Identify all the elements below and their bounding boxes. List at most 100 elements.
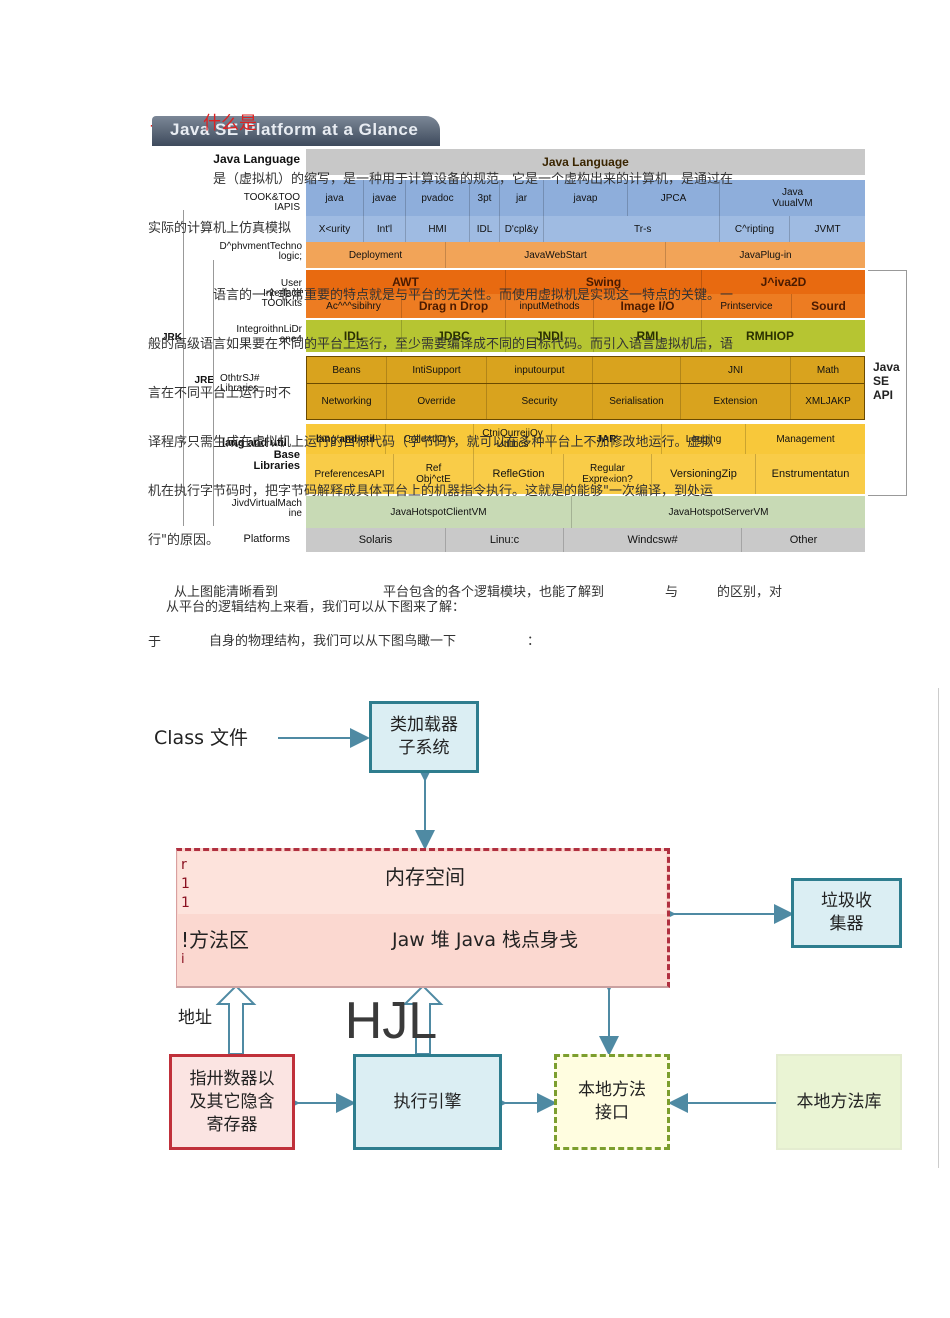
row-ui-1: AWT Swing J^iva2D xyxy=(306,270,865,294)
label-lang-util: lang and util xyxy=(222,437,287,449)
other-cell: inputourput xyxy=(487,357,593,383)
row-deployment: Deployment JavaWebStart JavaPlug-in xyxy=(306,242,865,268)
tool-cell: javae xyxy=(364,180,406,216)
memory-space-label: 内存空间 xyxy=(385,864,465,889)
integ-cell: JDBC xyxy=(402,320,506,352)
other-cell: Beans xyxy=(307,357,387,383)
base-cell: lang and util xyxy=(306,424,386,454)
integ-cell: RMI xyxy=(594,320,702,352)
native-lib-box: 本地方法库 xyxy=(776,1054,902,1150)
overlay-line: 行"的原因。 xyxy=(148,533,219,548)
label-deployment-tech: D^phvmentTechno logic; xyxy=(219,241,302,262)
hollow-arrow-pc xyxy=(215,984,257,1055)
pc-registers-box: 指卅数器以 及其它隐含 寄存器 xyxy=(169,1054,295,1150)
para-text: 的区别，对 xyxy=(717,585,783,600)
tool-cell: JPCA xyxy=(628,180,720,216)
row-base-2: PreferencesAPI Ref Obj^ctE RefleGtion Re… xyxy=(306,454,865,494)
label-platforms: Platforms xyxy=(243,533,290,545)
overlay-line: 实际的计算机上仿真模拟 xyxy=(148,221,292,236)
row-integration: IDL JDBC JNDI RMI RMHIOP xyxy=(306,320,865,352)
ui-cell: Sourd xyxy=(811,298,846,313)
label-ui-toolkits: User Interface TOOlKits xyxy=(261,278,302,309)
base-cell: Regular Expre«ion? xyxy=(564,454,652,494)
integ-cell: JNDI xyxy=(506,320,594,352)
base-cell: JAR xyxy=(552,424,662,454)
other-cell: XMLJAKP xyxy=(805,396,851,407)
other-cell: Networking xyxy=(307,384,387,419)
platform-cell: Solaris xyxy=(306,528,446,552)
deploy-cell: Deployment xyxy=(306,242,446,268)
row-tools-1: java javae pvadoc 3pt jar javap JPCA Jav… xyxy=(306,180,865,216)
exec-engine-box: 执行引擎 xyxy=(353,1054,502,1150)
class-file-label: Class 文件 xyxy=(154,726,249,749)
para-text: ： xyxy=(527,634,541,649)
para-text: 于 xyxy=(148,635,162,650)
row-jvm: JavaHotspotClientVM JavaHotspotServerVM xyxy=(306,496,865,528)
label-jvm: JivdVirtualMach ine xyxy=(231,498,302,519)
memory-inner xyxy=(178,852,666,914)
tool-cell: X<urity xyxy=(306,216,364,242)
para-text: 从平台的逻辑结构上来看，我们可以从下图来了解： xyxy=(166,600,466,615)
heap-stack-label: Jaw 堆 Java 栈点身戋 xyxy=(391,928,579,951)
row-java-language: Java Language xyxy=(306,149,865,175)
row-base-1: lang and util Colle«tiOns CtniQurrejiQy … xyxy=(306,424,865,454)
ui-cell: Ac^^^sibihry xyxy=(306,294,402,318)
base-cell: Management xyxy=(776,433,835,445)
row-ui-2: Ac^^^sibihry Drag n Drop inputMethods Im… xyxy=(306,294,865,318)
overlay-line: 般的高级语言如果要在不同的平台上运行，至少需要编译成不同的目标代码。而引入语言虚… xyxy=(148,337,734,352)
base-cell: RefleGtion xyxy=(474,454,564,494)
memory-marks-top: r 1 1 xyxy=(181,857,190,911)
address-label: 地址 xyxy=(178,1007,212,1028)
tool-cell: Tr-s xyxy=(544,216,720,242)
tool-cell: java xyxy=(306,180,364,216)
hollow-arrow-exec xyxy=(402,984,444,1055)
ui-cell: Image I/O xyxy=(594,294,702,318)
jdk-bracket xyxy=(183,210,184,526)
label-integration: IntegroithnLiDr ane4 xyxy=(236,324,302,345)
jre-bracket xyxy=(213,260,214,526)
overlay-line: 是（虚拟机）的缩写，是一种用于计算设备的规范，它是一个虚构出来的计算机，是通过在 xyxy=(213,172,734,187)
memory-marks-bottom: i xyxy=(181,952,185,967)
overlay-line: 言在不同平台上运行时不 xyxy=(148,386,292,401)
tool-cell: Int'l xyxy=(364,216,406,242)
java-language-text: Java Language xyxy=(542,154,629,169)
base-cell: CtniQurrejiQy Utilitics xyxy=(474,424,552,454)
other-cell xyxy=(593,357,681,383)
other-cell: Override xyxy=(387,384,487,419)
para-text: 与 xyxy=(665,585,679,600)
method-area-label: !方法区 xyxy=(181,927,250,952)
tool-cell: JVMT xyxy=(814,223,841,235)
ui-cell: Swing xyxy=(506,270,702,294)
ui-cell: Drag n Drop xyxy=(402,294,506,318)
para-text: 平台包含的各个逻辑模块，也能了解到 xyxy=(383,585,605,600)
label-jre: JRE xyxy=(194,375,214,386)
base-cell: VersioningZip xyxy=(652,454,756,494)
row-other-2: Networking Override Security Serialisati… xyxy=(306,384,865,420)
jvm-cell: JavaHotspotServerVM xyxy=(668,506,769,518)
tool-cell: C^ripting xyxy=(720,216,790,242)
base-cell: Logging xyxy=(662,424,746,454)
gc-box: 垃圾收 集器 xyxy=(791,878,902,948)
java-se-api-label: Java SE API xyxy=(873,360,900,402)
label-java-language: Java Language xyxy=(213,152,300,166)
tool-cell: D'cpl&y xyxy=(500,216,544,242)
right-edge-line xyxy=(938,688,939,1168)
tool-cell: javap xyxy=(544,180,628,216)
overlay-line: 译程序只需生成在虚拟机上运行的目标代码（字节码），就可以在多种平台上不加修改地运… xyxy=(148,435,714,450)
other-cell: Math xyxy=(816,364,840,376)
tool-cell: jar xyxy=(500,180,544,216)
ui-cell: inputMethods xyxy=(506,294,594,318)
deploy-cell: JavaWebStart xyxy=(446,242,666,268)
jvm-cell: JavaHotspotClientVM xyxy=(306,496,572,528)
tool-cell: IDL xyxy=(470,216,500,242)
tool-cell: HMI xyxy=(406,216,470,242)
base-cell: Ref Obj^ctE xyxy=(394,454,474,494)
class-loader-box: 类加载器 子系统 xyxy=(369,701,479,773)
label-other-libs: OthtrSJ# Libraries xyxy=(220,373,260,394)
platform-cell: Linu:c xyxy=(446,528,564,552)
row-other-1: Beans IntiSupport inputourput JNI Math xyxy=(306,356,865,384)
para-text: 从上图能清晰看到 xyxy=(174,585,279,600)
platform-cell: Other xyxy=(789,533,818,546)
native-interface-box: 本地方法 接口 xyxy=(554,1054,670,1150)
